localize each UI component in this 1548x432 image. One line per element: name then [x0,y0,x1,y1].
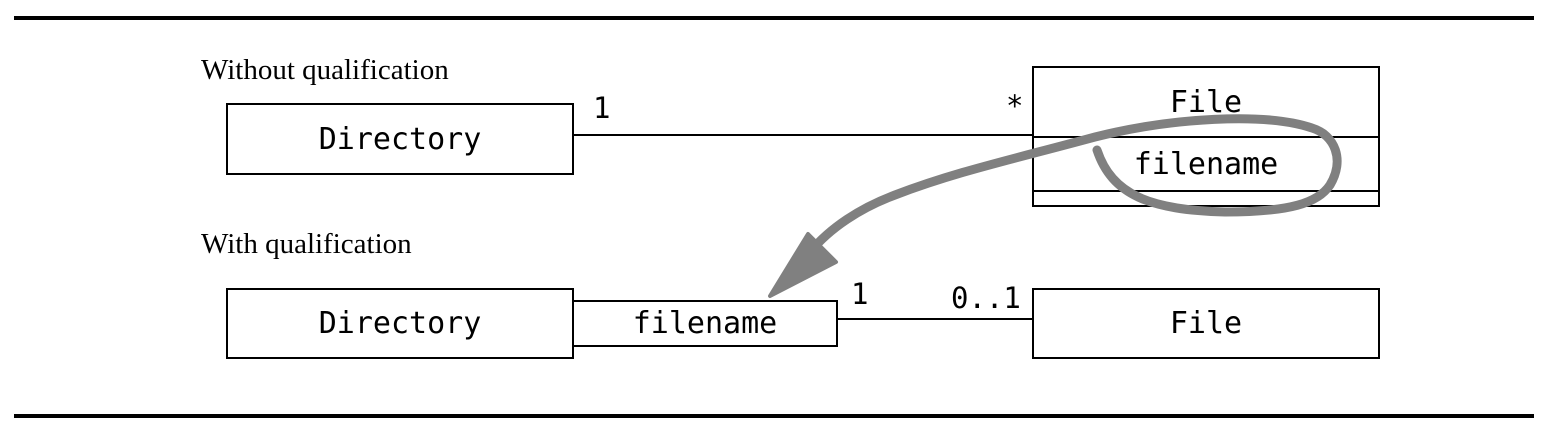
file-class-box-top: File filename [1032,66,1380,207]
bottom-rule [14,414,1534,418]
file-class-box-bottom: File [1032,288,1380,359]
directory-class-box-top: Directory [226,103,574,175]
file-attribute-filename: filename [1133,146,1279,182]
section-label-with-qualification: With qualification [201,228,412,260]
association-line-bottom [838,318,1033,320]
section-label-without-qualification: Without qualification [201,54,449,86]
association-line-top [574,134,1033,136]
multiplicity-target-bottom: 0..1 [951,281,1021,315]
top-rule [14,16,1534,20]
class-divider-attributes [1034,190,1378,192]
qualifier-box: filename [572,300,838,347]
arrow-head-icon [768,232,838,298]
multiplicity-target-top: * [1006,89,1024,123]
file-class-name: File [1169,84,1243,120]
directory-class-box-bottom: Directory [226,288,574,359]
multiplicity-source-top: 1 [593,91,611,125]
multiplicity-source-bottom: 1 [851,277,869,311]
